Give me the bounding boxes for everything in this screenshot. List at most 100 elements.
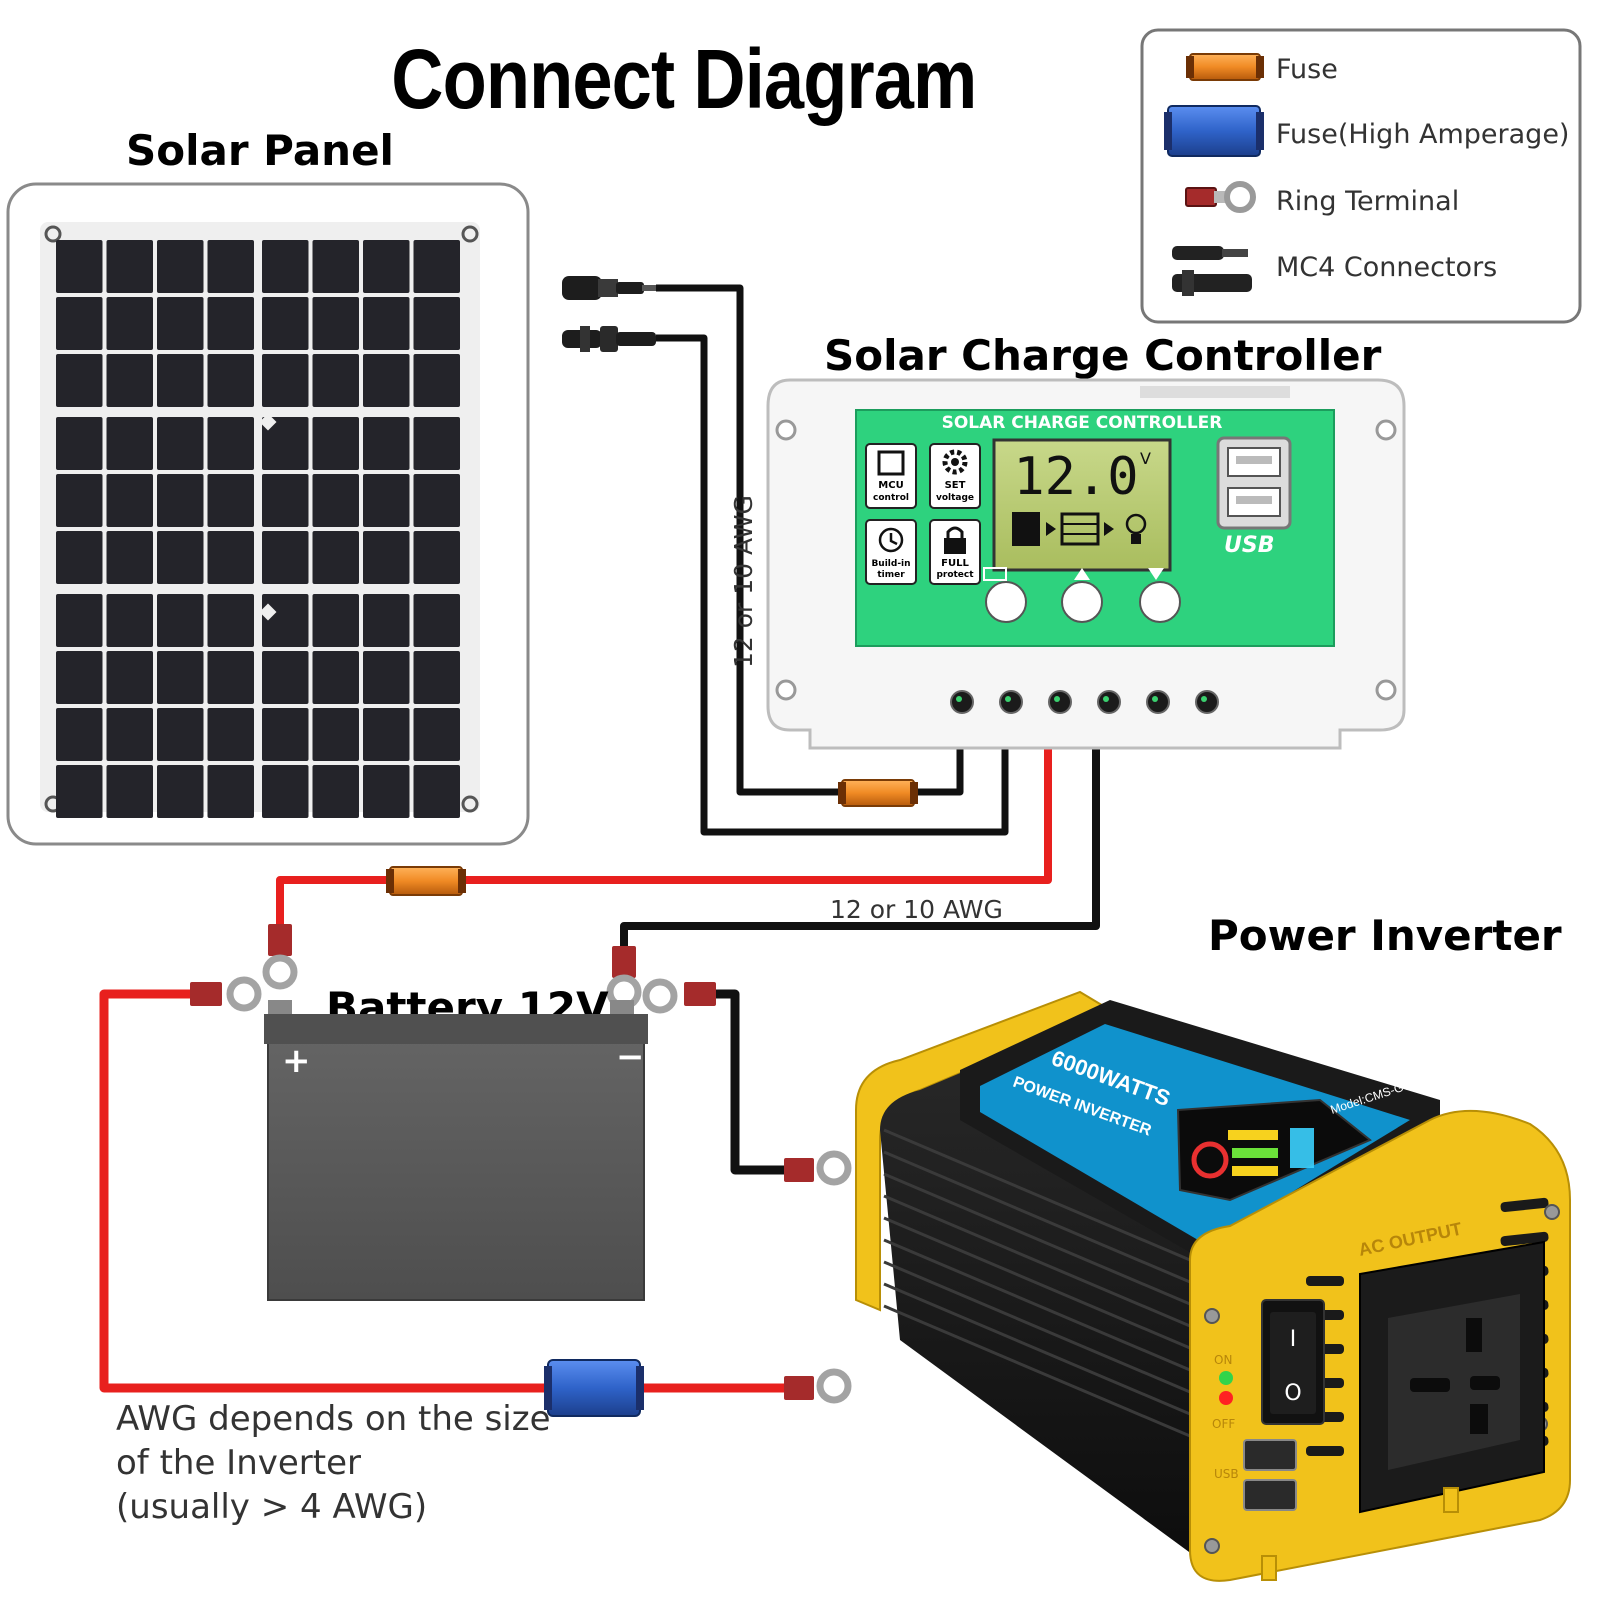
solar-cell — [363, 651, 410, 704]
battery-positive-wire — [276, 748, 1052, 928]
solar-cell — [312, 531, 359, 584]
outlet-slot-icon — [1470, 1404, 1488, 1434]
solar-cell — [56, 240, 103, 293]
solar-cell — [262, 417, 309, 470]
inverter-usb-port-1[interactable] — [1243, 1439, 1297, 1471]
solar-cell — [207, 594, 254, 647]
solar-cell — [207, 708, 254, 761]
controller-usb-label: USB — [1224, 533, 1274, 558]
solar-cell — [157, 297, 204, 350]
controller-down-button[interactable] — [1139, 581, 1181, 623]
inverter-heatsink-fins — [883, 1128, 1191, 1438]
controller-menu-button[interactable] — [985, 581, 1027, 623]
solar-cell — [56, 531, 103, 584]
solar-cell — [262, 240, 309, 293]
terminal-screw-icon[interactable] — [999, 690, 1023, 714]
awg-label-battery-wire: 12 or 10 AWG — [830, 895, 1003, 924]
solar-cell — [157, 594, 204, 647]
solar-cell — [106, 708, 153, 761]
power-inverter: 6000WATTS POWER INVERTER Model:CMS-G6000… — [855, 990, 1571, 1582]
battery: + − — [264, 1000, 648, 1301]
solar-cell — [312, 474, 359, 527]
ac-outlet[interactable] — [1359, 1240, 1545, 1514]
solar-cell — [413, 417, 460, 470]
solar-cell — [207, 765, 254, 818]
terminal-screw-icon[interactable] — [1097, 690, 1121, 714]
solar-cell — [106, 594, 153, 647]
solar-panel-label: Solar Panel — [126, 126, 394, 175]
pv-fuse-icon — [838, 779, 918, 807]
pv-negative-wire — [656, 334, 1009, 836]
solar-cell — [207, 354, 254, 407]
solar-cell — [207, 297, 254, 350]
terminal-screw-icon[interactable] — [1146, 690, 1170, 714]
outlet-slot-icon — [1410, 1378, 1450, 1392]
solar-cell — [312, 417, 359, 470]
solar-cell — [262, 594, 309, 647]
svg-text:I: I — [1290, 1327, 1297, 1352]
high-amp-fuse-icon — [544, 1359, 644, 1417]
legend-label-ring-terminal: Ring Terminal — [1276, 186, 1459, 217]
solar-cell — [207, 531, 254, 584]
legend-mc4-connectors-icon — [1172, 246, 1252, 296]
power-inverter-label: Power Inverter — [1208, 911, 1562, 960]
lcd-voltage: 12.0 — [1013, 447, 1138, 507]
solar-cell — [413, 708, 460, 761]
legend-ring-terminal-icon — [1185, 181, 1256, 213]
inverter-usb-label: USB — [1214, 1467, 1239, 1481]
legend: Fuse Fuse(High Amperage) Ring Terminal M… — [1140, 28, 1582, 324]
solar-cell — [56, 594, 103, 647]
controller-header: SOLAR CHARGE CONTROLLER — [942, 413, 1223, 433]
mc4-connector-bottom — [562, 326, 656, 352]
terminal-screw-icon[interactable] — [950, 690, 974, 714]
solar-cell — [363, 240, 410, 293]
mcu-control-icon: MCU control — [865, 443, 917, 509]
svg-text:Build-in: Build-in — [871, 559, 910, 569]
full-protect-icon: FULL protect — [929, 519, 981, 585]
solar-cell — [262, 297, 309, 350]
awg-label-panel-wire: 12 or 10 AWG — [729, 495, 758, 668]
inverter-off-label: OFF — [1212, 1417, 1235, 1431]
battery-fuse-icon — [386, 866, 466, 896]
solar-cell — [312, 765, 359, 818]
down-arrow-icon — [1148, 568, 1164, 580]
solar-cell — [157, 651, 204, 704]
legend-label-fuse: Fuse — [1276, 54, 1338, 85]
solar-cell — [106, 354, 153, 407]
solar-cell — [56, 417, 103, 470]
controller-lcd: 12.0 V — [992, 438, 1172, 572]
solar-cell — [56, 765, 103, 818]
wires — [99, 284, 1100, 1393]
solar-cell — [157, 531, 204, 584]
svg-text:protect: protect — [936, 570, 974, 580]
solar-cell — [207, 474, 254, 527]
inverter-usb-port-2[interactable] — [1243, 1479, 1297, 1511]
terminal-screw-icon[interactable] — [1048, 690, 1072, 714]
pv-positive-wire — [656, 284, 964, 796]
solar-cell — [312, 594, 359, 647]
lcd-flow-icon — [1012, 512, 1147, 546]
solar-cell — [207, 240, 254, 293]
screw-icon — [1204, 1538, 1220, 1554]
terminal-screw-icon[interactable] — [1195, 690, 1219, 714]
solar-cell — [106, 531, 153, 584]
build-in-timer-icon: Build-in timer — [865, 519, 917, 585]
svg-text:FULL: FULL — [941, 558, 969, 569]
inverter-power-switch[interactable]: I O — [1261, 1299, 1325, 1425]
solar-cell — [106, 651, 153, 704]
battery-negative-wire — [620, 748, 1100, 950]
solar-cell — [106, 765, 153, 818]
solar-cell — [363, 531, 410, 584]
solar-cell — [106, 417, 153, 470]
solar-cell — [157, 765, 204, 818]
legend-high-amp-fuse-icon — [1164, 105, 1264, 157]
solar-cell — [262, 474, 309, 527]
solar-cell — [157, 354, 204, 407]
solar-cell — [106, 240, 153, 293]
outlet-slot-icon — [1470, 1376, 1500, 1390]
controller-terminals — [950, 690, 1219, 714]
solar-cell — [363, 474, 410, 527]
controller-up-button[interactable] — [1061, 581, 1103, 623]
solar-cell-grid — [56, 240, 460, 818]
